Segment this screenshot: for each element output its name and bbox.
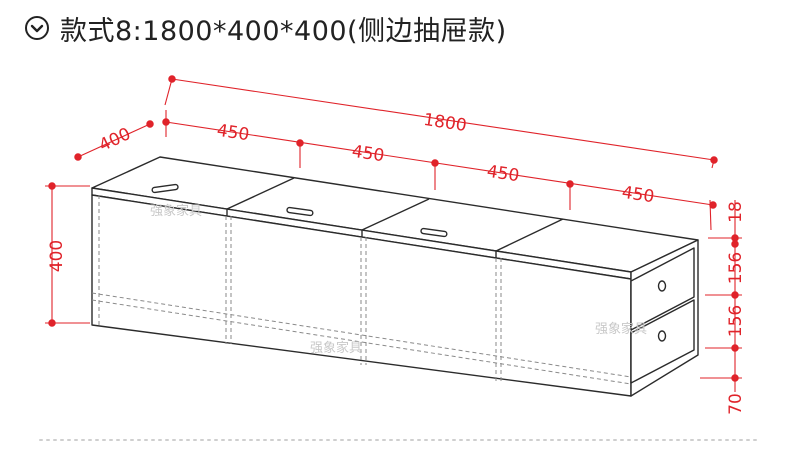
lid-handle-2 (286, 206, 314, 217)
lid-seam-3 (495, 218, 564, 252)
dim-label-segment-4: 450 (620, 183, 655, 208)
dim-label-depth: 400 (96, 124, 134, 156)
cabinet-body (91, 156, 699, 397)
lid-seam-1 (226, 177, 295, 210)
side-drawers (630, 247, 695, 384)
dim-label-drawer-upper: 156 (726, 252, 746, 284)
dim-label-total-length: 1800 (422, 110, 468, 136)
chevron-down-circle-icon (25, 16, 49, 40)
lid-seam-2 (361, 198, 430, 231)
dimension-labels: 1800 450 450 450 450 400 400 18 156 156 … (47, 110, 746, 415)
hidden-lines (91, 195, 632, 385)
watermark-1: 强象家具 (150, 203, 202, 219)
lid-handle-1 (151, 183, 179, 194)
lid-handles (151, 183, 448, 238)
dim-label-height: 400 (47, 240, 67, 272)
dim-label-segment-3: 450 (485, 162, 520, 187)
dim-label-drawer-lower: 156 (726, 305, 746, 337)
dim-label-segment-2: 450 (350, 142, 385, 167)
dimension-lines (45, 75, 742, 392)
dim-label-thickness: 18 (726, 201, 746, 223)
lid-handle-3 (420, 227, 448, 238)
dim-label-base: 70 (726, 393, 746, 415)
title-bar: 款式8:1800*400*400(侧边抽屉款) (24, 8, 507, 48)
drawer-upper-knob (657, 280, 667, 292)
watermark-2: 强象家具 (310, 340, 362, 356)
watermark-3: 强象家具 (595, 321, 647, 337)
page-title: 款式8:1800*400*400(侧边抽屉款) (60, 15, 507, 47)
drawer-lower-knob (657, 330, 667, 342)
dim-label-segment-1: 450 (215, 121, 250, 146)
